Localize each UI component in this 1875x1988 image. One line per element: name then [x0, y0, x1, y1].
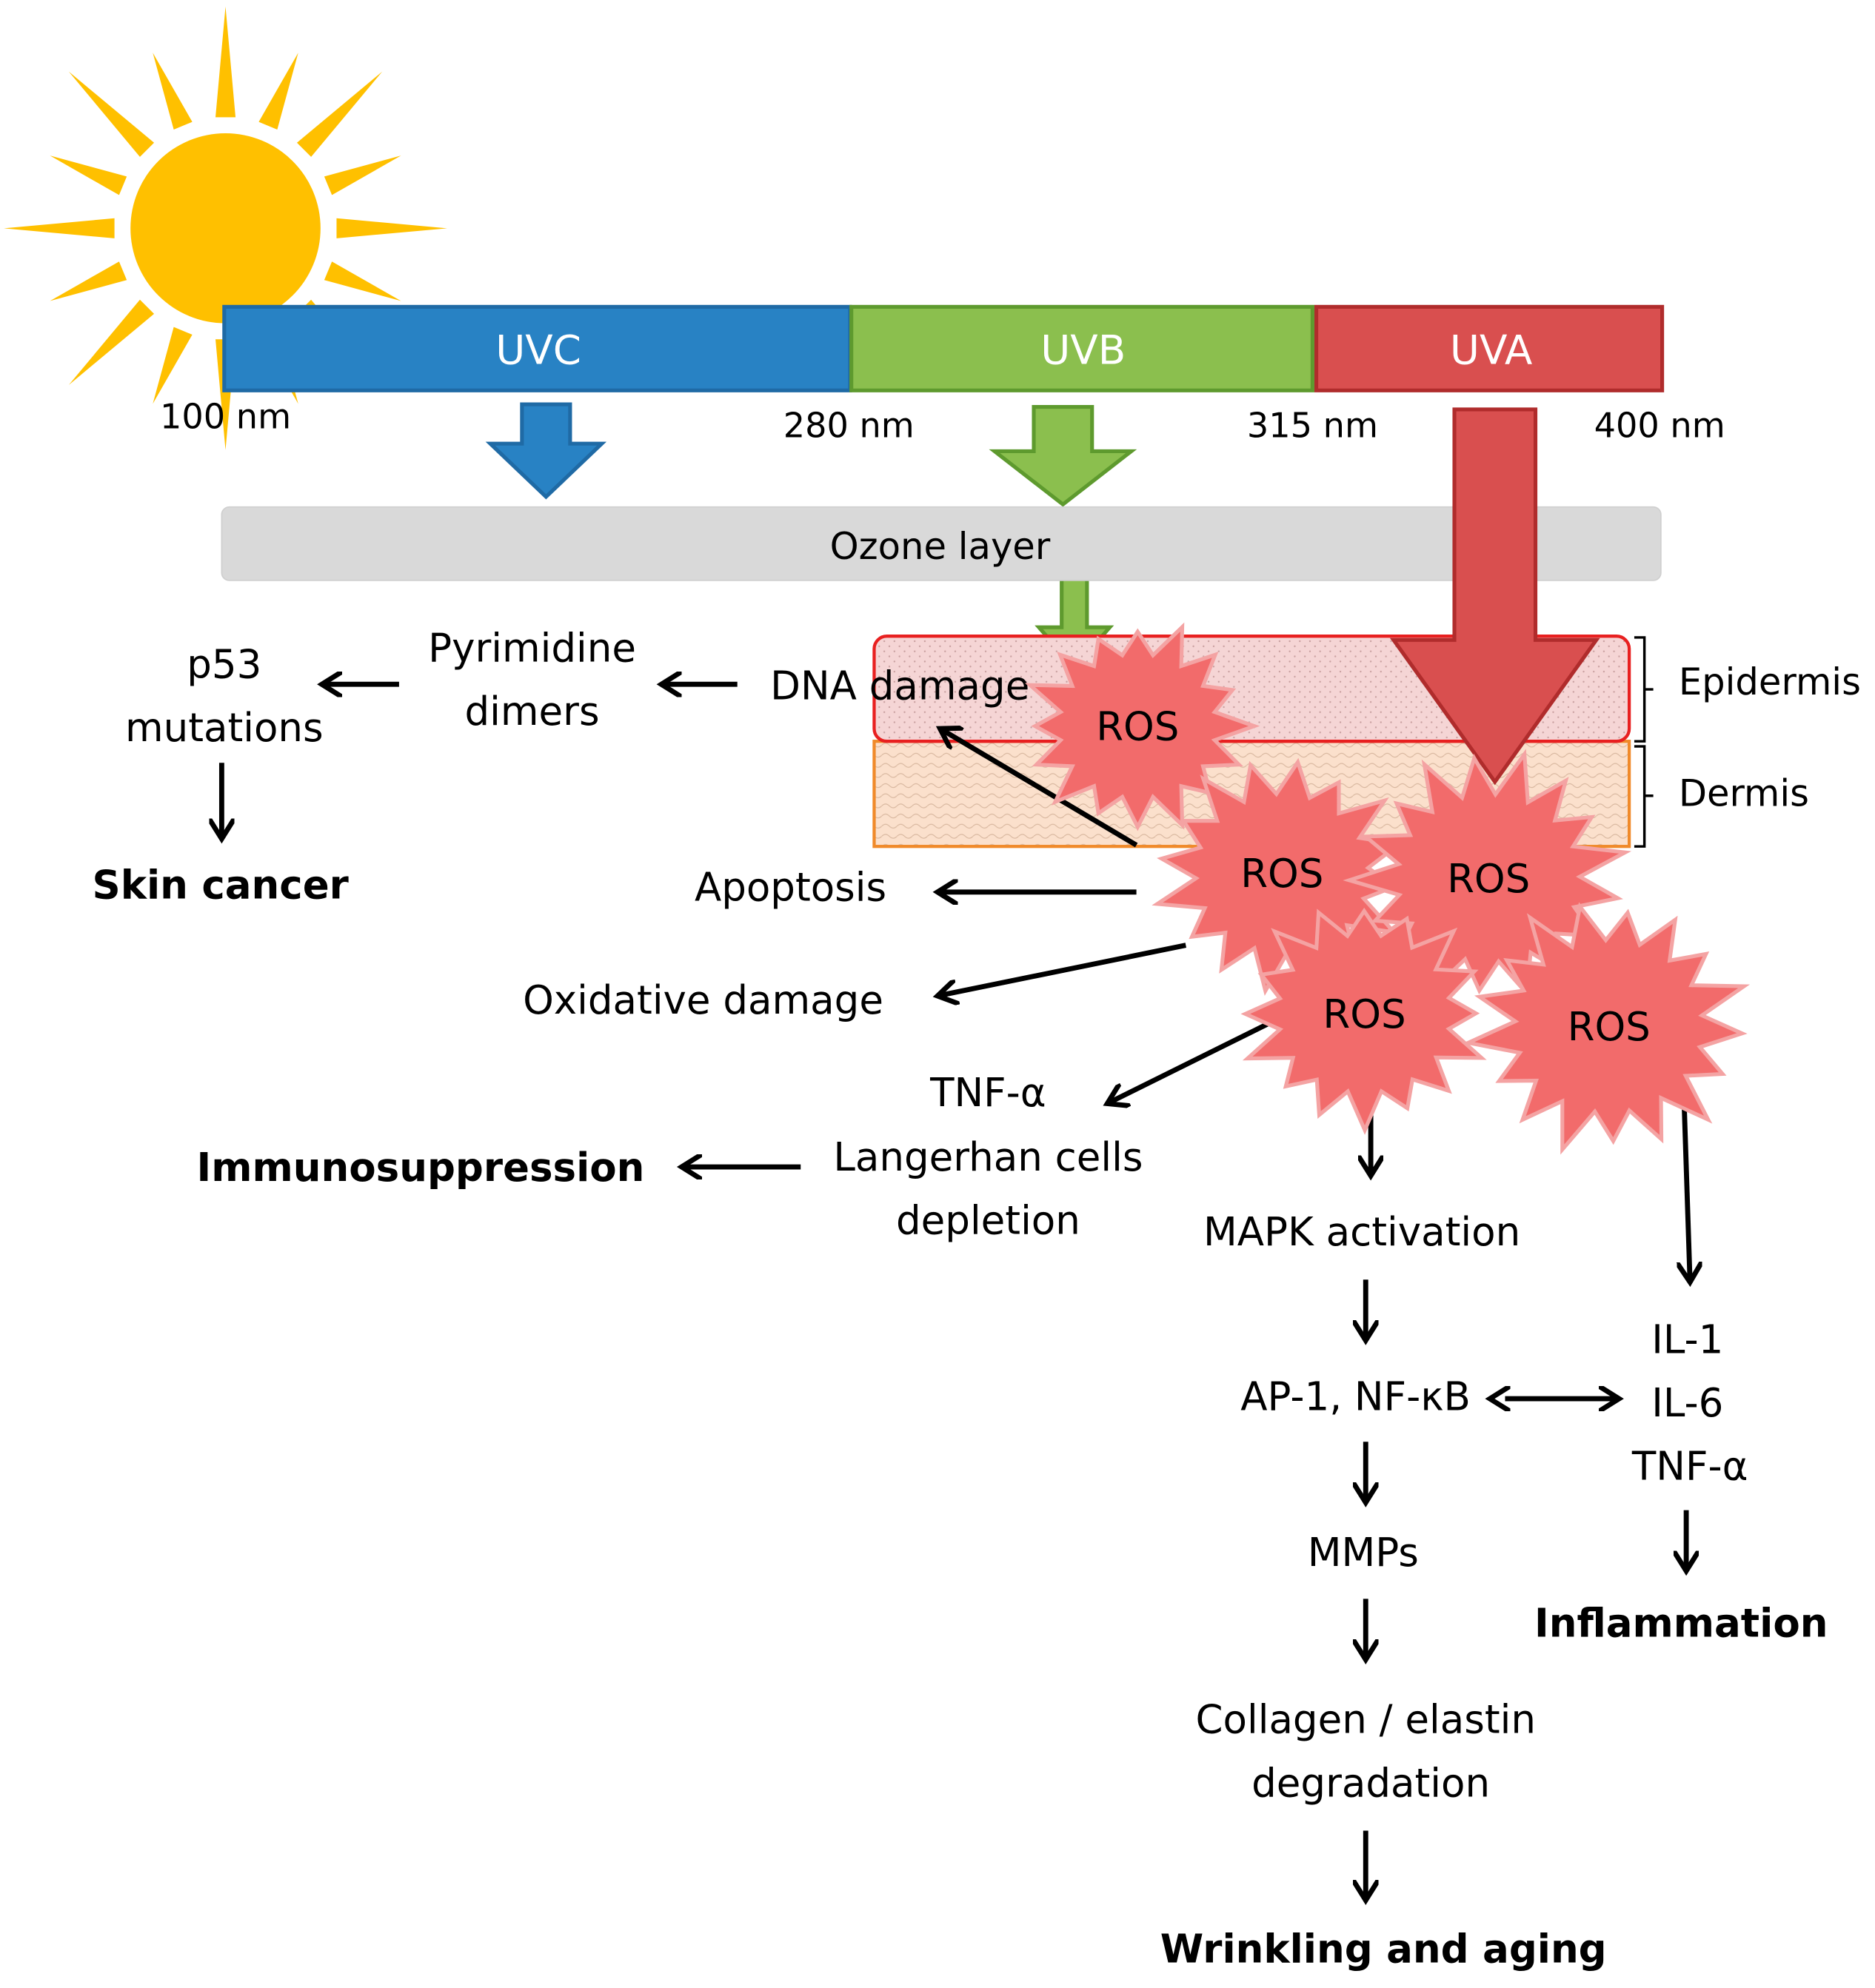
sun-ray — [50, 261, 127, 301]
wrinkling-aging-label: Wrinkling and aging — [1160, 1926, 1607, 1972]
sun-icon — [4, 6, 447, 450]
ozone-layer-label: Ozone layer — [830, 525, 1051, 568]
ros-label-1: ROS — [1096, 703, 1179, 749]
arrow-ros-to-dna — [940, 729, 1138, 848]
sun-ray — [324, 261, 401, 301]
oxidative-damage-label: Oxidative damage — [523, 977, 883, 1023]
arrow-ros-to-tnf — [1107, 1020, 1272, 1103]
ros-label-5: ROS — [1568, 1004, 1651, 1050]
ap1-nfkb-label: AP-1, NF-κB — [1240, 1374, 1471, 1420]
uvc-band — [222, 304, 852, 392]
pathway-arrows — [221, 684, 1690, 1900]
langerhan-cells-label: Langerhan cells — [833, 1134, 1143, 1180]
ros-label-4: ROS — [1323, 991, 1406, 1037]
wavelength-100: 100 nm — [160, 397, 291, 437]
sun-ray — [153, 53, 193, 130]
mmps-label: MMPs — [1308, 1530, 1419, 1576]
sun-ray — [258, 53, 298, 130]
sun-ray — [296, 71, 383, 157]
sun-ray — [336, 218, 447, 238]
uva-label: UVA — [1450, 326, 1532, 373]
uvc-arrow — [485, 402, 607, 500]
pyrimidine-dimers-label-line2: dimers — [465, 689, 600, 734]
arrow-ros-to-interleukins — [1684, 1089, 1691, 1282]
sun-ray — [215, 6, 236, 118]
wavelength-400: 400 nm — [1594, 406, 1725, 446]
sun-ray — [50, 155, 127, 195]
epidermis-label: Epidermis — [1679, 660, 1861, 703]
ros-starburst-5 — [1462, 902, 1751, 1155]
sun-ray — [4, 218, 115, 238]
depletion-label: depletion — [896, 1198, 1080, 1244]
uv-spectrum-bar: UVC UVB UVA — [222, 304, 1665, 392]
tnf-alpha-label: TNF-α — [929, 1070, 1046, 1116]
ros-starburst-1 — [1024, 622, 1260, 831]
p53-mutations-label-line2: mutations — [125, 705, 324, 751]
immunosuppression-label: Immunosuppression — [197, 1145, 645, 1191]
ros-label-2: ROS — [1240, 851, 1323, 897]
collagen-elastin-label: Collagen / elastin — [1196, 1697, 1536, 1743]
inflammation-label: Inflammation — [1534, 1601, 1828, 1647]
mapk-activation-label: MAPK activation — [1203, 1209, 1520, 1255]
sun-ray — [68, 71, 155, 157]
ros-starburst-4 — [1240, 907, 1487, 1135]
uvc-label: UVC — [495, 326, 581, 373]
p53-mutations-label-line1: p53 — [187, 642, 261, 688]
dna-damage-label: DNA damage — [770, 663, 1029, 709]
il1-label: IL-1 — [1651, 1317, 1723, 1363]
uvb-label: UVB — [1040, 326, 1126, 373]
wavelength-315: 315 nm — [1247, 406, 1378, 446]
wavelength-280: 280 nm — [783, 406, 915, 446]
sun-ray — [68, 299, 155, 386]
uvb-arrow — [989, 404, 1137, 507]
tnf-alpha-cytokine-label: TNF-α — [1631, 1444, 1748, 1490]
pyrimidine-dimers-label-line1: Pyrimidine — [428, 625, 636, 671]
uva-band — [1314, 304, 1665, 392]
degradation-label: degradation — [1251, 1760, 1490, 1806]
ozone-layer — [221, 506, 1662, 581]
skin-cancer-label: Skin cancer — [93, 862, 349, 908]
arrow-ros-to-oxidative — [938, 943, 1187, 996]
uva-arrow — [1389, 407, 1600, 786]
apoptosis-label: Apoptosis — [695, 865, 886, 911]
uvb-band — [849, 304, 1314, 392]
sun-ray — [324, 155, 401, 195]
ros-label-3: ROS — [1447, 856, 1530, 902]
il6-label: IL-6 — [1651, 1380, 1723, 1426]
skin-layer-braces — [1634, 636, 1654, 848]
sun-ray — [153, 327, 193, 404]
ros-starbursts: ROS ROS ROS ROS ROS — [1024, 622, 1751, 1155]
dermis-label: Dermis — [1679, 772, 1809, 814]
